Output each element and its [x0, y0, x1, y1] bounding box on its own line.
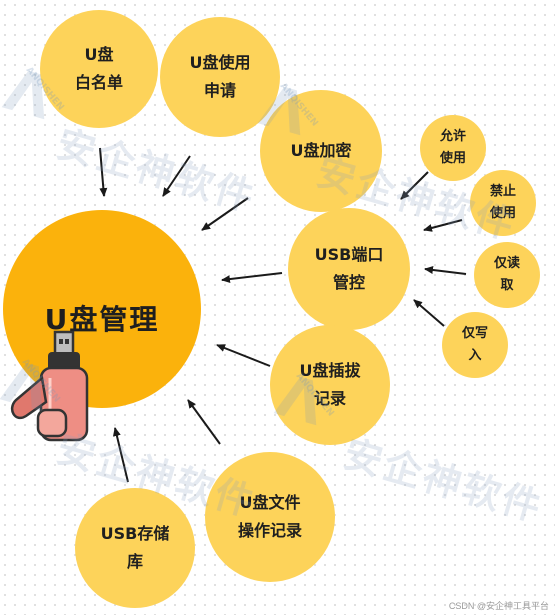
- arrow-forbid: [423, 219, 463, 232]
- node-center: U盘管理: [3, 210, 201, 408]
- node-file-log: U盘文件 操作记录: [205, 452, 335, 582]
- node-usb-port: USB端口 管控: [288, 208, 410, 330]
- node-forbid: 禁止 使用: [470, 170, 536, 236]
- node-allow: 允许 使用: [420, 115, 486, 181]
- arrow-file-log: [187, 399, 221, 445]
- arrow-usage-request: [162, 155, 191, 197]
- node-read-only: 仅读 取: [474, 242, 540, 308]
- arrow-allow: [400, 171, 429, 200]
- arrow-usb-port: [221, 272, 283, 284]
- center-label: U盘管理: [44, 303, 160, 336]
- arrow-whitelist: [99, 147, 108, 197]
- credit-text: CSDN @安企神工具平台: [448, 601, 549, 611]
- node-whitelist: U盘 白名单: [40, 10, 158, 128]
- arrow-encryption: [201, 197, 249, 231]
- node-usb-library: USB存储 库: [75, 488, 195, 608]
- arrow-plug-log: [216, 344, 271, 367]
- node-encryption: U盘加密: [260, 90, 382, 212]
- arrow-usb-library: [112, 427, 129, 483]
- arrow-read-only: [424, 265, 467, 275]
- node-usage-request: U盘使用 申请: [160, 17, 280, 137]
- arrow-write-only: [413, 299, 445, 327]
- node-write-only: 仅写 入: [442, 312, 508, 378]
- usb-drive-icon: [10, 330, 89, 442]
- node-plug-log: U盘插拔 记录: [270, 325, 390, 445]
